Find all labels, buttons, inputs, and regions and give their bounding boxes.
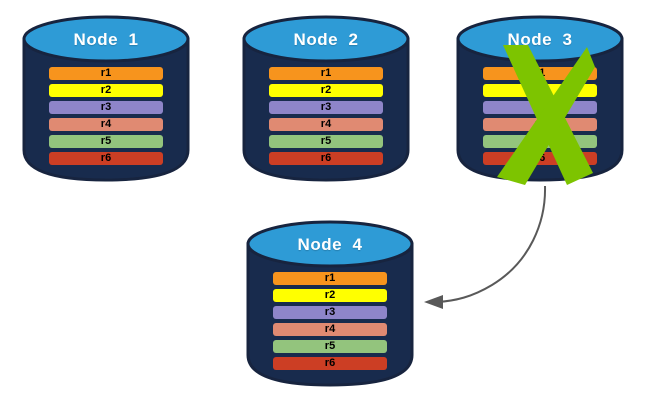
node-4-row-r6[interactable]: r6 bbox=[273, 357, 387, 370]
node-2-row-r5[interactable]: r5 bbox=[269, 135, 383, 148]
node-4-row-r3[interactable]: r3 bbox=[273, 306, 387, 319]
failure-cross-icon bbox=[497, 45, 595, 185]
node-4-row-r4[interactable]: r4 bbox=[273, 323, 387, 336]
node-1-row-r5[interactable]: r5 bbox=[49, 135, 163, 148]
node-4-row-r5[interactable]: r5 bbox=[273, 340, 387, 353]
node-1-row-r3[interactable]: r3 bbox=[49, 101, 163, 114]
node-1-row-r6[interactable]: r6 bbox=[49, 152, 163, 165]
node-2-row-r6[interactable]: r6 bbox=[269, 152, 383, 165]
node-1-row-r2[interactable]: r2 bbox=[49, 84, 163, 97]
node-2-row-r1[interactable]: r1 bbox=[269, 67, 383, 80]
node-2-row-r2[interactable]: r2 bbox=[269, 84, 383, 97]
node-2-row-r4[interactable]: r4 bbox=[269, 118, 383, 131]
node-4-row-r2[interactable]: r2 bbox=[273, 289, 387, 302]
node-2-row-r3[interactable]: r3 bbox=[269, 101, 383, 114]
node-1-row-r4[interactable]: r4 bbox=[49, 118, 163, 131]
node-2[interactable]: Node 2 r1 r2 r3 r4 r5 r6 bbox=[242, 10, 410, 182]
node-1-row-r1[interactable]: r1 bbox=[49, 67, 163, 80]
node-2-rows: r1 r2 r3 r4 r5 r6 bbox=[242, 67, 410, 165]
node-1-rows: r1 r2 r3 r4 r5 r6 bbox=[22, 67, 190, 165]
node-4[interactable]: Node 4 r1 r2 r3 r4 r5 r6 bbox=[246, 215, 414, 387]
node-1[interactable]: Node 1 r1 r2 r3 r4 r5 r6 bbox=[22, 10, 190, 182]
node-4-row-r1[interactable]: r1 bbox=[273, 272, 387, 285]
node-4-rows: r1 r2 r3 r4 r5 r6 bbox=[246, 272, 414, 370]
